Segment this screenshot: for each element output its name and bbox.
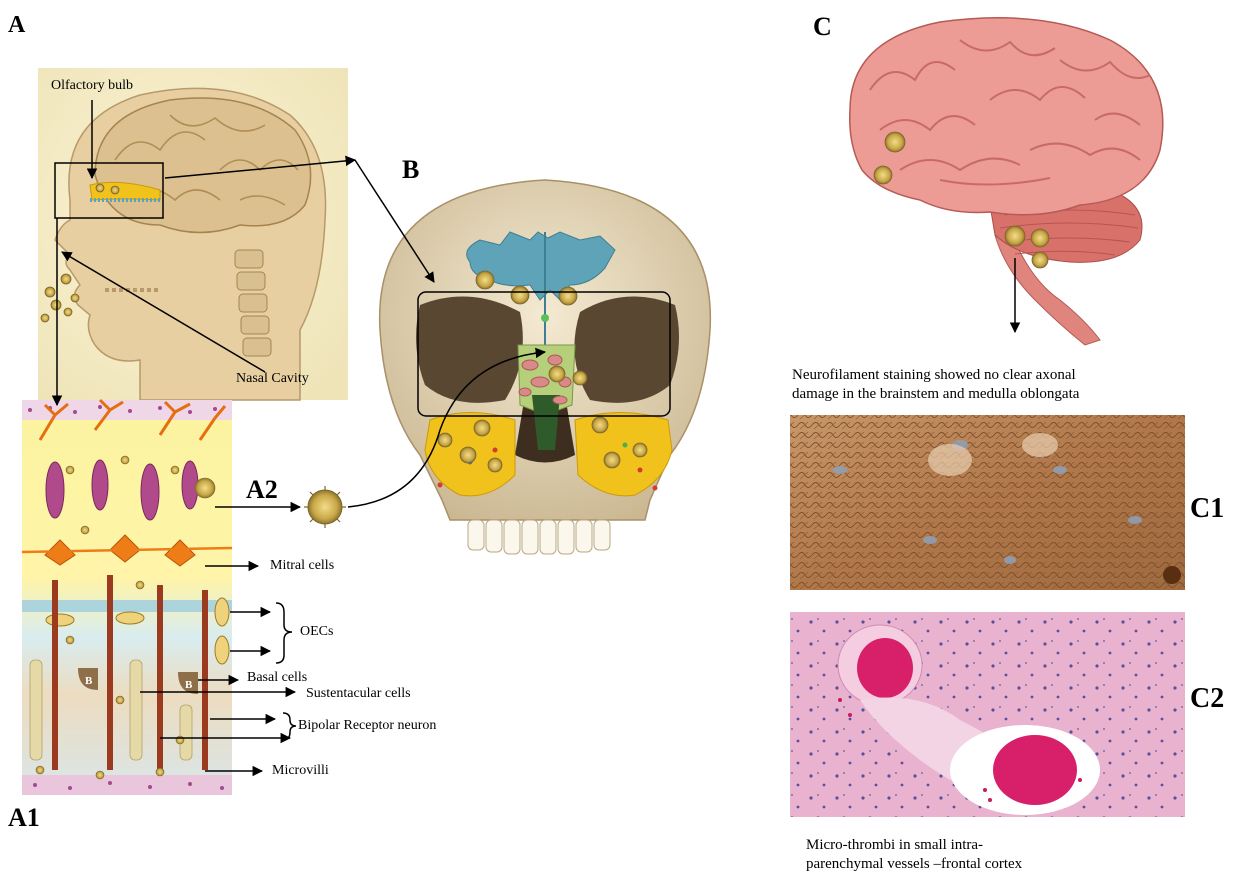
basal-marker-2: B xyxy=(185,679,193,691)
c2-caption-line-1: Micro-thrombi in small intra- xyxy=(806,836,1022,855)
nasal-cavity-label: Nasal Cavity xyxy=(236,371,309,387)
microvilli-label: Microvilli xyxy=(272,763,329,779)
panel-b-letter: B xyxy=(402,155,419,185)
olfactory-epithelium-illustration: B B xyxy=(22,400,232,795)
panel-a1-letter: A1 xyxy=(8,803,40,833)
bipolar-receptor-neuron-label: Bipolar Receptor neuron xyxy=(298,718,436,734)
basal-marker-1: B xyxy=(85,675,93,687)
brain-shape xyxy=(95,98,311,233)
brain-illustration xyxy=(850,18,1163,345)
a2-virus-particle xyxy=(304,486,346,528)
c1-caption-line-2: damage in the brainstem and medulla oblo… xyxy=(792,385,1079,404)
c1-histology-image xyxy=(790,415,1185,590)
basal-cells-label: Basal cells xyxy=(247,670,307,686)
panel-c2-letter: C2 xyxy=(1190,683,1224,715)
panel-c-letter: C xyxy=(813,12,832,42)
c2-histology-image xyxy=(790,612,1185,817)
oecs-label: OECs xyxy=(300,624,333,640)
sustentacular-cells-label: Sustentacular cells xyxy=(306,686,411,702)
c1-caption: Neurofilament staining showed no clear a… xyxy=(792,366,1079,404)
panel-c1-letter: C1 xyxy=(1190,493,1224,525)
skull-illustration xyxy=(380,180,711,554)
c2-caption-line-2: parenchymal vessels –frontal cortex xyxy=(806,855,1022,874)
mitral-cells-label: Mitral cells xyxy=(270,558,334,574)
panel-a2-letter: A2 xyxy=(246,475,278,505)
olfactory-bulb-label: Olfactory bulb xyxy=(51,78,133,94)
head-illustration xyxy=(38,68,348,400)
c1-caption-line-1: Neurofilament staining showed no clear a… xyxy=(792,366,1079,385)
panel-a-letter: A xyxy=(8,12,25,39)
c2-caption: Micro-thrombi in small intra- parenchyma… xyxy=(806,836,1022,874)
